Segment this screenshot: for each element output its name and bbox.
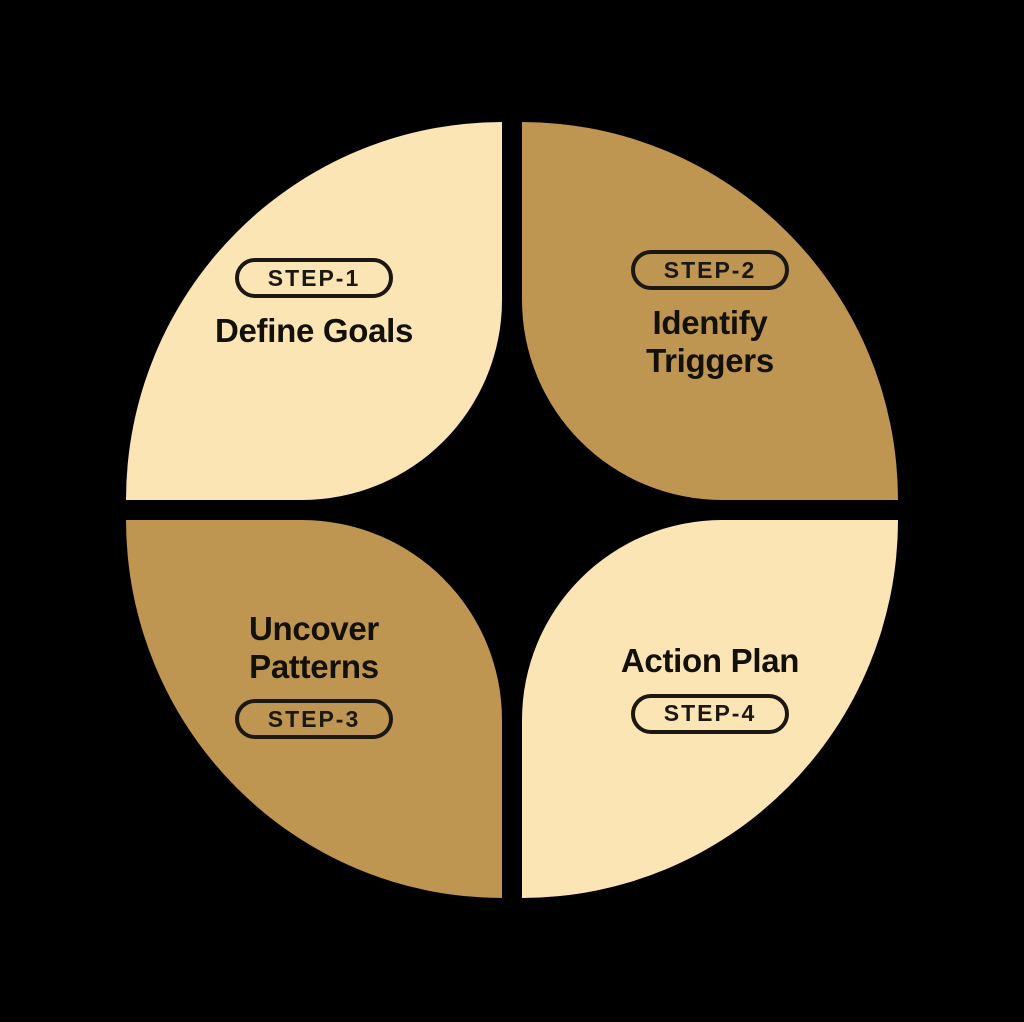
quadrant-step-3-content: Uncover Patterns STEP-3 [126, 610, 502, 740]
step-badge-1[interactable]: STEP-1 [235, 258, 393, 298]
quadrant-step-2[interactable]: STEP-2 Identify Triggers [522, 122, 898, 500]
step-badge-2[interactable]: STEP-2 [631, 250, 789, 290]
quadrant-step-4[interactable]: Action Plan STEP-4 [522, 520, 898, 898]
quadrant-step-3[interactable]: Uncover Patterns STEP-3 [126, 520, 502, 898]
quadrant-step-4-content: Action Plan STEP-4 [522, 642, 898, 734]
step-title-2: Identify Triggers [646, 304, 774, 379]
quadrant-step-1-content: STEP-1 Define Goals [126, 258, 502, 350]
step-badge-3[interactable]: STEP-3 [235, 699, 393, 740]
step-title-4: Action Plan [620, 642, 800, 679]
quadrant-step-1[interactable]: STEP-1 Define Goals [126, 122, 502, 500]
quadrant-step-2-content: STEP-2 Identify Triggers [522, 250, 898, 379]
step-title-1: Define Goals [214, 312, 414, 349]
step-badge-4[interactable]: STEP-4 [631, 693, 789, 734]
step-title-3: Uncover Patterns [249, 610, 379, 685]
